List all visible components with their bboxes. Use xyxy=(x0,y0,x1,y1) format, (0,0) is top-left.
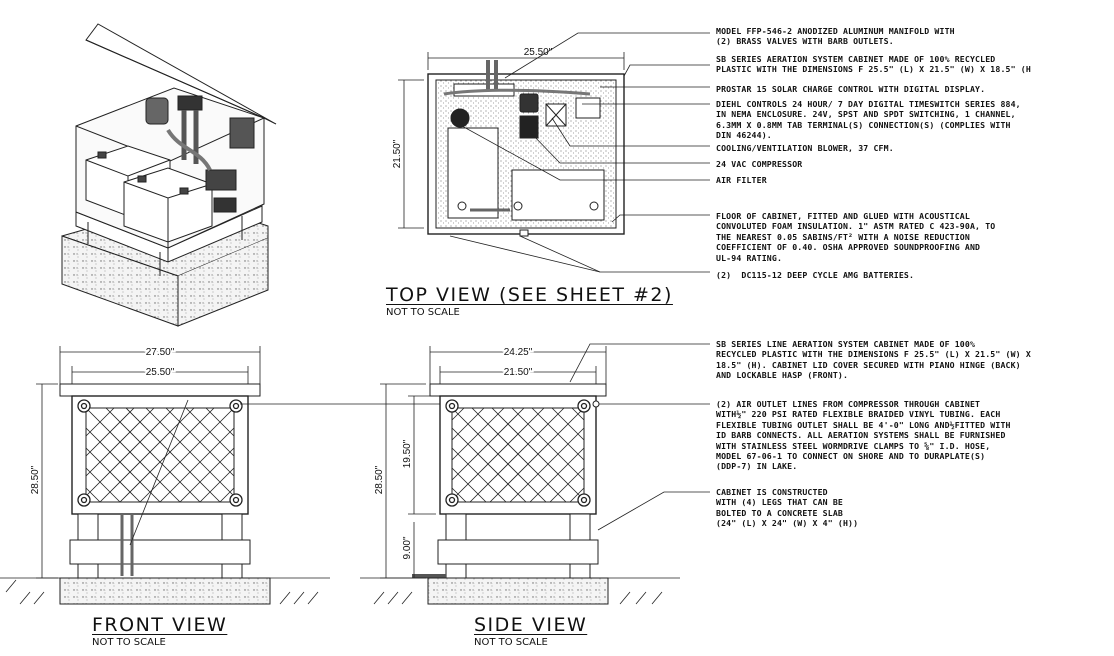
side-view-subtitle: NOT TO SCALE xyxy=(474,637,548,648)
side-dim-legs: 9.00" xyxy=(402,536,413,559)
side-dim-outer: 24.25" xyxy=(504,347,533,358)
note-blower: COOLING/VENTILATION BLOWER, 37 CFM. xyxy=(716,143,894,153)
note-batteries: (2) DC115-12 DEEP CYCLE AMG BATTERIES. xyxy=(716,270,915,280)
note-charge-control: PROSTAR 15 SOLAR CHARGE CONTROL WITH DIG… xyxy=(716,84,986,94)
side-dim-height: 28.50" xyxy=(374,465,385,494)
side-view-title: SIDE VIEW xyxy=(474,614,588,636)
note-timeswitch: DIEHL CONTROLS 24 HOUR/ 7 DAY DIGITAL TI… xyxy=(716,99,1021,141)
front-view-subtitle: NOT TO SCALE xyxy=(92,637,166,648)
note-air-filter: AIR FILTER xyxy=(716,175,767,185)
front-dim-inner: 25.50" xyxy=(146,367,175,378)
side-view-drawing xyxy=(360,343,710,605)
front-view-title: FRONT VIEW xyxy=(92,614,228,636)
note-cabinet-floor: FLOOR OF CABINET, FITTED AND GLUED WITH … xyxy=(716,211,996,263)
top-dim-height: 21.50" xyxy=(392,139,403,168)
front-view-drawing xyxy=(0,346,710,605)
note-manifold: MODEL FFP-546-2 ANODIZED ALUMINUM MANIFO… xyxy=(716,26,955,47)
note-cabinet-side: SB SERIES LINE AERATION SYSTEM CABINET M… xyxy=(716,339,1031,381)
note-air-outlet-lines: (2) AIR OUTLET LINES FROM COMPRESSOR THR… xyxy=(716,399,1011,472)
note-compressor: 24 VAC COMPRESSOR xyxy=(716,159,803,169)
front-dim-outer: 27.50" xyxy=(146,347,175,358)
isometric-view xyxy=(61,23,277,327)
side-dim-inner: 21.50" xyxy=(504,367,533,378)
top-dim-width: 25.50" xyxy=(524,47,553,58)
side-dim-cabinet: 19.50" xyxy=(402,439,413,468)
top-view-drawing xyxy=(398,32,710,273)
note-cabinet-legs: CABINET IS CONSTRUCTED WITH (4) LEGS THA… xyxy=(716,487,859,529)
front-dim-height: 28.50" xyxy=(30,465,41,494)
note-cabinet-top: SB SERIES AERATION SYSTEM CABINET MADE O… xyxy=(716,54,1031,75)
top-view-subtitle: NOT TO SCALE xyxy=(386,307,460,318)
top-view-title: TOP VIEW (SEE SHEET #2) xyxy=(386,284,673,306)
